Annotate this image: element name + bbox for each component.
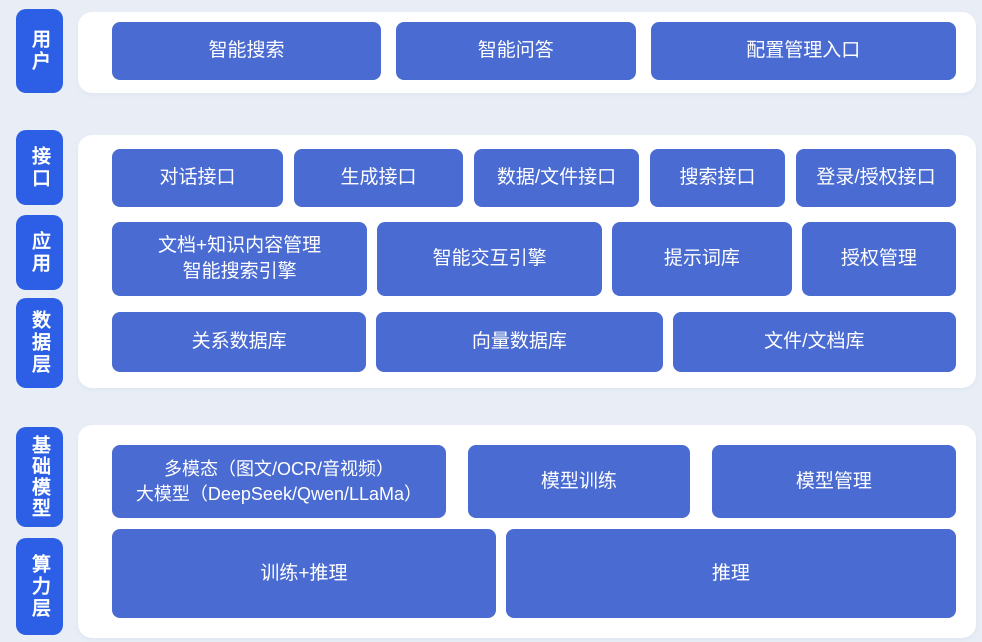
band-middle-labels: 接口 应用 数据层 [0,130,63,388]
node-relational-database: 关系数据库 [112,312,367,372]
compute-row: 训练+推理 推理 [112,529,956,618]
node-generation-api: 生成接口 [294,149,463,207]
model-row: 多模态（图文/OCR/音视频） 大模型（DeepSeek/Qwen/LLaMa）… [112,445,956,518]
node-smart-qa: 智能问答 [396,22,636,80]
band-bottom-labels: 基础模型 算力层 [0,425,63,638]
layer-label-interface: 接口 [16,130,63,205]
data-row: 关系数据库 向量数据库 文件/文档库 [112,312,956,372]
band-bottom-panel: 多模态（图文/OCR/音视频） 大模型（DeepSeek/Qwen/LLaMa）… [78,425,976,638]
layer-label-application-text: 应用 [29,230,50,275]
node-prompt-library: 提示词库 [612,222,792,296]
layer-label-compute: 算力层 [16,538,63,635]
node-doc-knowledge-search-engine: 文档+知识内容管理 智能搜索引擎 [112,222,368,296]
node-model-management: 模型管理 [711,445,956,518]
layer-label-compute-text: 算力层 [29,553,50,620]
band-user: 用户 智能搜索 智能问答 配置管理入口 [0,9,976,93]
node-authorization-management: 授权管理 [801,222,956,296]
layer-label-user-text: 用户 [29,29,50,73]
interface-row: 对话接口 生成接口 数据/文件接口 搜索接口 登录/授权接口 [112,149,956,207]
node-model-training: 模型训练 [467,445,690,518]
layer-label-data: 数据层 [16,298,63,388]
node-intelligent-interaction-engine: 智能交互引擎 [377,222,603,296]
user-entry-row: 智能搜索 智能问答 配置管理入口 [112,22,956,80]
node-smart-search: 智能搜索 [112,22,382,80]
node-dialog-api: 对话接口 [112,149,283,207]
node-data-file-api: 数据/文件接口 [474,149,639,207]
node-training-inference: 训练+推理 [112,529,496,618]
layer-label-application: 应用 [16,215,63,290]
node-file-document-store: 文件/文档库 [672,312,956,372]
layer-label-foundation-model-text: 基础模型 [29,435,50,519]
node-config-management-entry: 配置管理入口 [650,22,956,80]
band-middle: 接口 应用 数据层 对话接口 生成接口 数据/文件接口 搜索接口 登录/授权接口… [0,130,976,388]
band-middle-panel: 对话接口 生成接口 数据/文件接口 搜索接口 登录/授权接口 文档+知识内容管理… [78,135,976,388]
application-row: 文档+知识内容管理 智能搜索引擎 智能交互引擎 提示词库 授权管理 [112,222,956,296]
layer-label-interface-text: 接口 [29,145,50,190]
node-inference: 推理 [505,529,956,618]
node-multimodal-llm: 多模态（图文/OCR/音视频） 大模型（DeepSeek/Qwen/LLaMa） [112,445,446,518]
node-vector-database: 向量数据库 [376,312,663,372]
layer-label-foundation-model: 基础模型 [16,427,63,527]
layer-label-user: 用户 [16,9,63,93]
node-search-api: 搜索接口 [650,149,785,207]
band-user-labels: 用户 [0,9,63,93]
node-login-auth-api: 登录/授权接口 [796,149,956,207]
band-bottom: 基础模型 算力层 多模态（图文/OCR/音视频） 大模型（DeepSeek/Qw… [0,425,976,638]
band-user-panel: 智能搜索 智能问答 配置管理入口 [78,12,976,93]
layer-label-data-text: 数据层 [29,310,50,376]
